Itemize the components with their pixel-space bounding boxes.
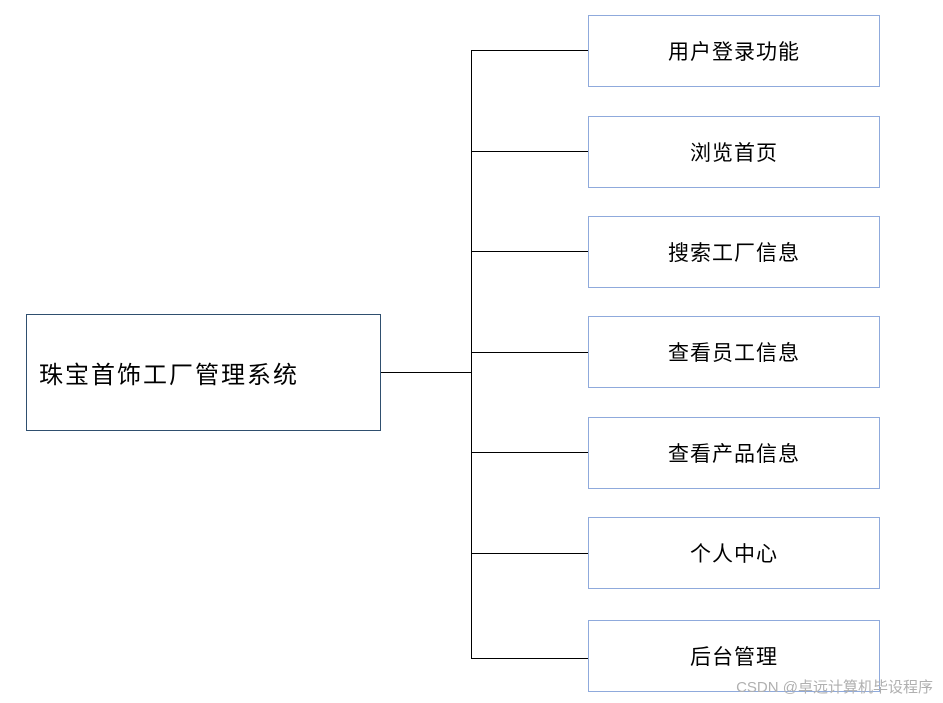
connector-branch-5 (471, 452, 588, 453)
root-node: 珠宝首饰工厂管理系统 (26, 314, 381, 431)
child-node-browse-home: 浏览首页 (588, 116, 880, 188)
child-node-view-employee: 查看员工信息 (588, 316, 880, 388)
child-node-admin-backend: 后台管理 (588, 620, 880, 692)
connector-root-trunk (381, 372, 471, 373)
child-node-view-product: 查看产品信息 (588, 417, 880, 489)
watermark-text: CSDN @卓远计算机毕设程序 (736, 679, 933, 696)
child-node-user-login: 用户登录功能 (588, 15, 880, 87)
connector-branch-6 (471, 553, 588, 554)
connector-spine (471, 50, 472, 658)
child-node-search-factory: 搜索工厂信息 (588, 216, 880, 288)
child-node-personal-center: 个人中心 (588, 517, 880, 589)
connector-branch-2 (471, 151, 588, 152)
connector-branch-4 (471, 352, 588, 353)
connector-branch-1 (471, 50, 588, 51)
connector-branch-3 (471, 251, 588, 252)
connector-branch-7 (471, 658, 588, 659)
